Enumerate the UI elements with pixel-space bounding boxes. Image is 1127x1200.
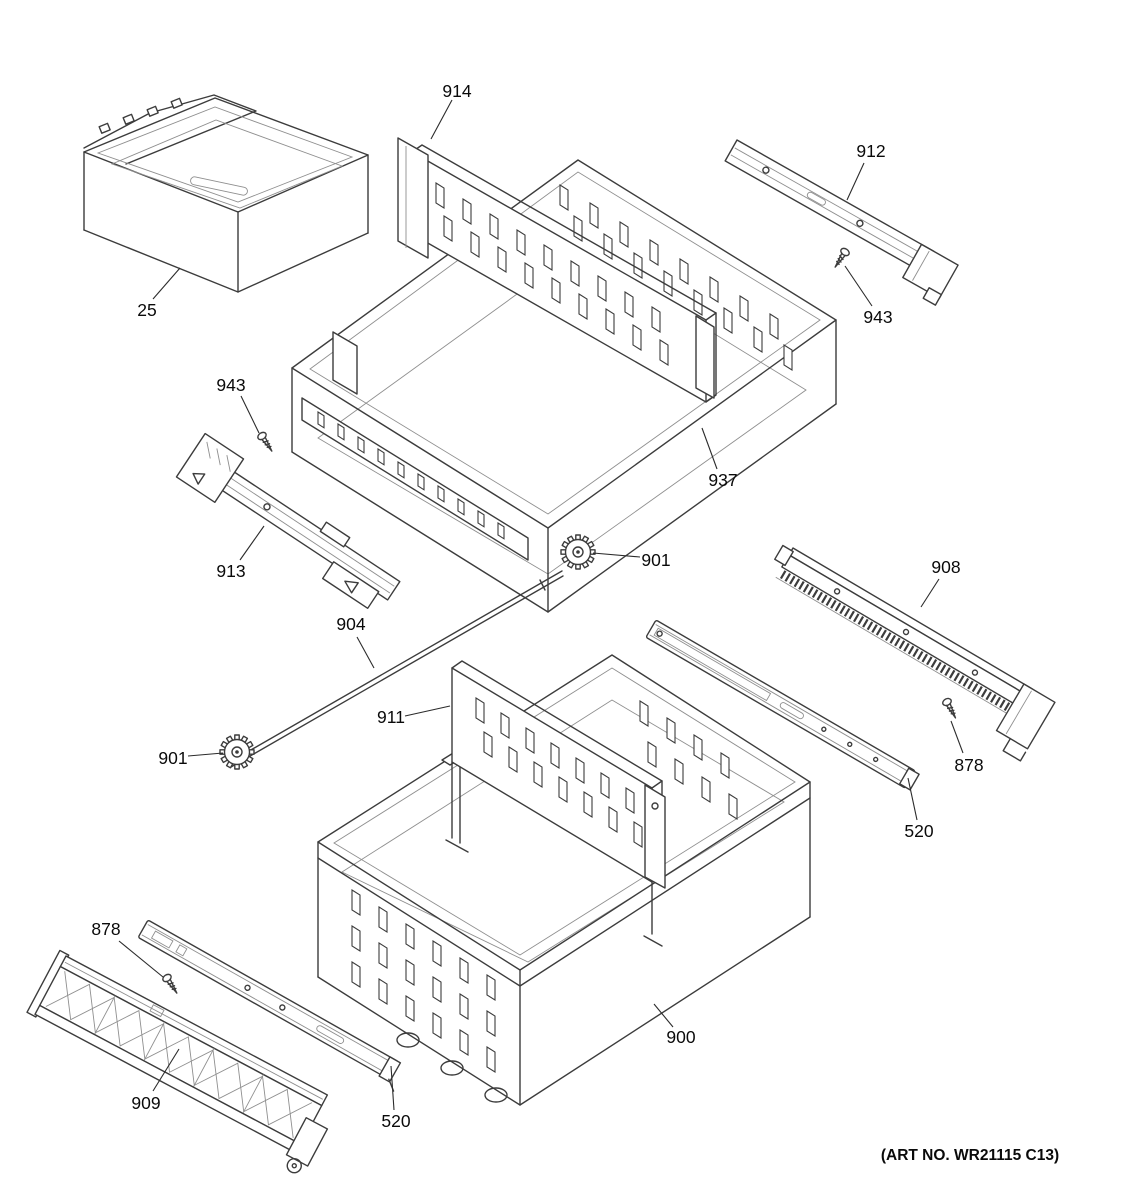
part-label-900: 900 bbox=[666, 1027, 695, 1047]
slide-rail-912 bbox=[724, 139, 959, 306]
leader-937 bbox=[701, 427, 718, 470]
part-label-914: 914 bbox=[442, 81, 471, 101]
slide-rail-913 bbox=[175, 432, 401, 610]
small-basket-25 bbox=[83, 94, 369, 293]
leader-912 bbox=[846, 162, 865, 201]
leader-914 bbox=[430, 99, 453, 140]
leader-878-left bbox=[118, 940, 164, 978]
screw-943-upper bbox=[830, 246, 852, 271]
part-label-912: 912 bbox=[856, 141, 885, 161]
leader-943-lower bbox=[240, 395, 260, 434]
part-labels: 914 912 943 25 943 913 937 901 904 901 9… bbox=[91, 81, 983, 1131]
part-label-913: 913 bbox=[216, 561, 245, 581]
part-label-878-left: 878 bbox=[91, 919, 120, 939]
leader-878-right bbox=[950, 720, 964, 754]
leader-943-upper bbox=[844, 265, 873, 307]
basket-25-rim bbox=[83, 97, 369, 213]
rack-rail-908 bbox=[774, 544, 1056, 762]
leader-901-center bbox=[592, 552, 641, 558]
part-label-943-upper: 943 bbox=[863, 307, 892, 327]
art-number: (ART NO. WR21115 C13) bbox=[881, 1147, 1059, 1164]
gear-901-left bbox=[219, 734, 255, 770]
leader-520-right bbox=[907, 777, 918, 821]
screw-878-right bbox=[940, 696, 961, 721]
drive-rod-904 bbox=[229, 570, 564, 768]
part-label-901-center: 901 bbox=[641, 550, 670, 570]
part-label-909: 909 bbox=[131, 1093, 160, 1113]
leader-901-left bbox=[187, 752, 224, 757]
leader-911 bbox=[404, 705, 451, 717]
upper-divider-914 bbox=[397, 137, 717, 403]
part-label-943-lower: 943 bbox=[216, 375, 245, 395]
leader-25 bbox=[152, 267, 181, 300]
leader-900 bbox=[653, 1003, 674, 1028]
slide-rail-520-bottom bbox=[138, 920, 402, 1092]
upper-drawer-937 bbox=[291, 159, 837, 613]
part-label-904: 904 bbox=[336, 614, 365, 634]
bracket-rail-909 bbox=[26, 949, 329, 1174]
leader-904 bbox=[356, 636, 375, 669]
leader-913 bbox=[239, 525, 265, 561]
part-label-937: 937 bbox=[708, 470, 737, 490]
screw-878-left bbox=[160, 972, 182, 997]
leader-520-bottom bbox=[390, 1065, 395, 1111]
part-label-911: 911 bbox=[377, 707, 405, 727]
part-label-901-left: 901 bbox=[158, 748, 187, 768]
gear-901-center bbox=[560, 534, 596, 570]
leader-909 bbox=[152, 1048, 180, 1092]
part-label-520-right: 520 bbox=[904, 821, 933, 841]
part-label-520-bottom: 520 bbox=[381, 1111, 410, 1131]
leader-908 bbox=[920, 578, 940, 608]
part-label-908: 908 bbox=[931, 557, 960, 577]
screw-943-lower bbox=[255, 430, 277, 455]
leader-lines bbox=[118, 99, 964, 1111]
lower-divider-911 bbox=[445, 660, 666, 947]
part-label-878-right: 878 bbox=[954, 755, 983, 775]
part-label-25: 25 bbox=[137, 300, 156, 320]
telescoping-rail-520-right bbox=[645, 620, 920, 791]
